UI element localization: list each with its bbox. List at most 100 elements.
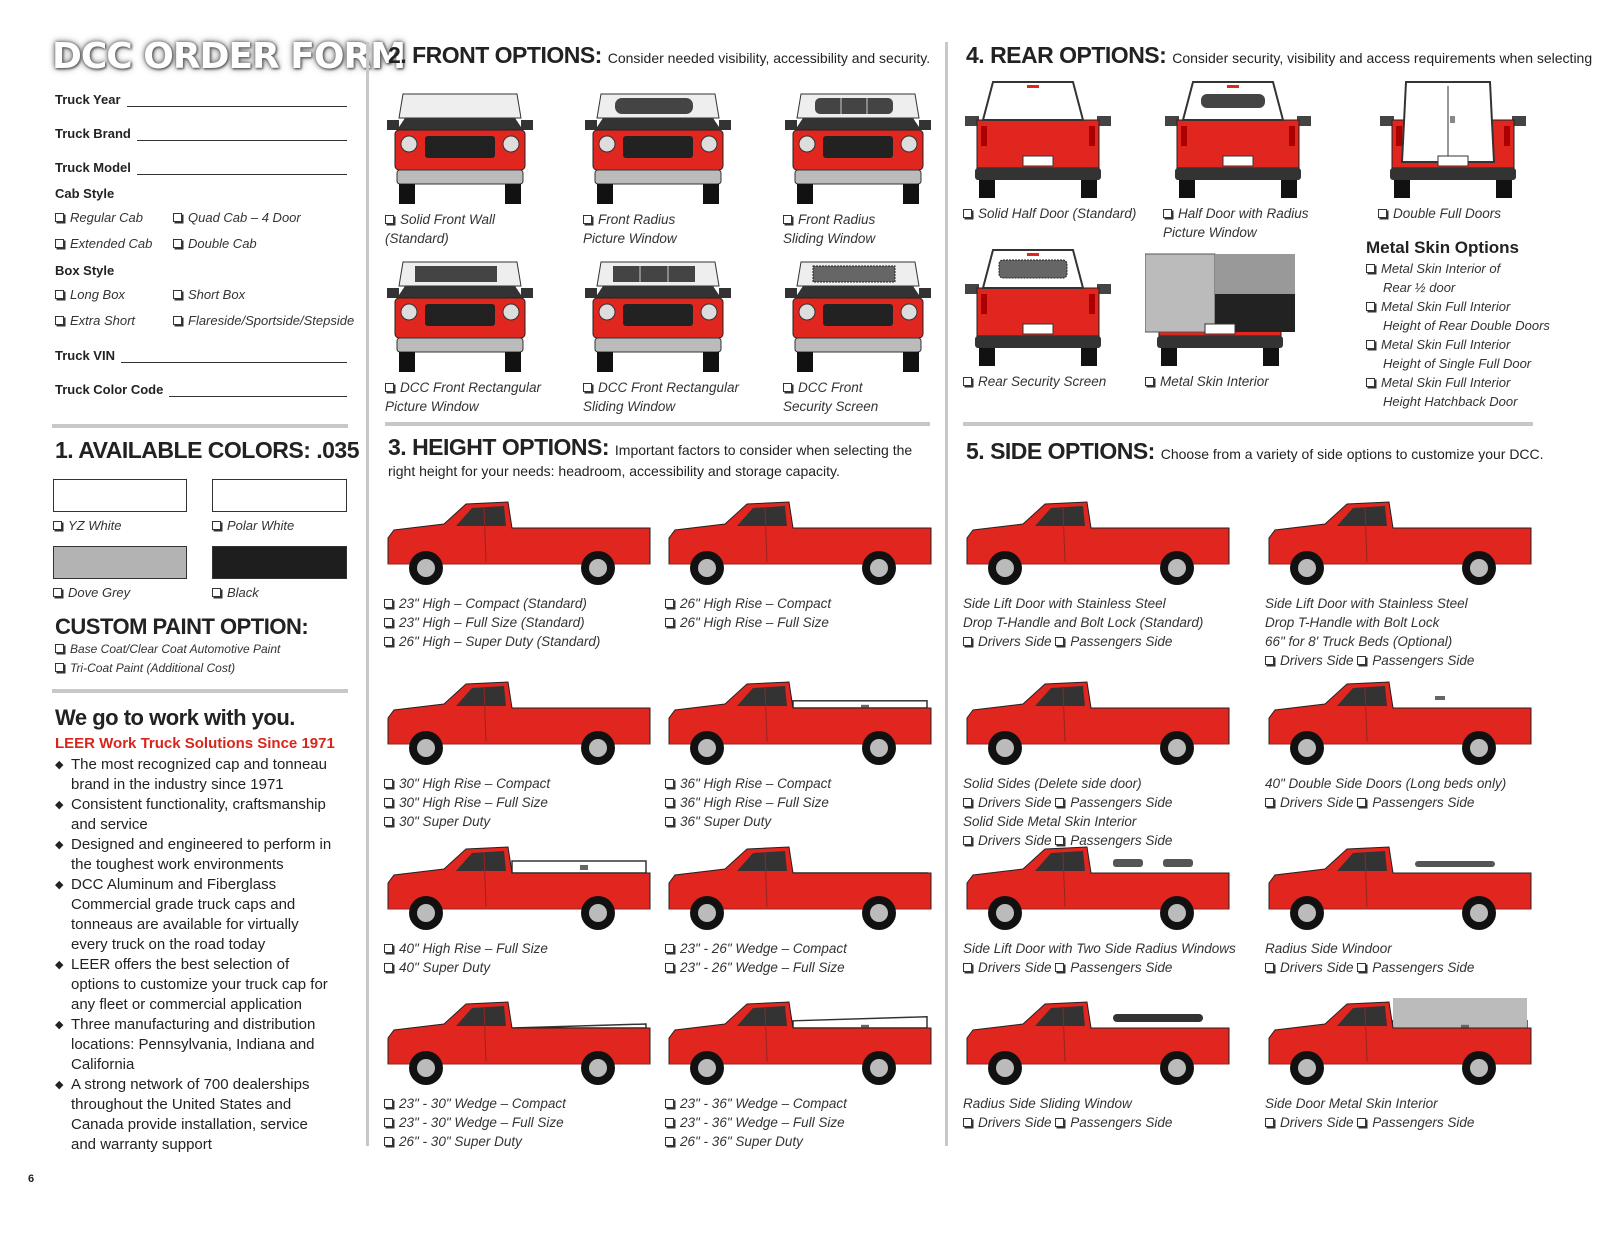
- option-checkbox[interactable]: Passengers Side: [1357, 960, 1474, 975]
- checkbox[interactable]: [665, 963, 674, 972]
- checkbox[interactable]: [55, 663, 64, 672]
- checkbox[interactable]: [384, 1099, 393, 1108]
- checkbox[interactable]: [1357, 798, 1367, 807]
- field-line[interactable]: [169, 385, 347, 397]
- option-checkbox[interactable]: 30" High Rise – Compact: [384, 774, 654, 793]
- checkbox[interactable]: [1357, 656, 1367, 665]
- checkbox[interactable]: [384, 944, 393, 953]
- checkbox[interactable]: [385, 383, 394, 392]
- option-checkbox[interactable]: 30" High Rise – Full Size: [384, 793, 654, 812]
- option-checkbox[interactable]: Drivers Side: [1265, 653, 1354, 668]
- color-option[interactable]: Black: [212, 583, 259, 602]
- checkbox[interactable]: [212, 521, 221, 530]
- checkbox[interactable]: [1366, 302, 1375, 311]
- checkbox[interactable]: [384, 779, 393, 788]
- checkbox[interactable]: [963, 798, 972, 807]
- checkbox[interactable]: [1055, 798, 1065, 807]
- option-checkbox[interactable]: Extended Cab: [55, 234, 173, 253]
- checkbox[interactable]: [1265, 798, 1274, 807]
- option-checkbox[interactable]: Solid Half Door (Standard): [963, 204, 1136, 223]
- checkbox[interactable]: [173, 213, 182, 222]
- checkbox[interactable]: [384, 798, 393, 807]
- option-checkbox[interactable]: Half Door with Radius: [1163, 204, 1313, 223]
- option-checkbox[interactable]: 23" - 30" Wedge – Compact: [384, 1094, 654, 1113]
- option-checkbox[interactable]: Passengers Side: [1055, 960, 1172, 975]
- checkbox[interactable]: [1265, 656, 1274, 665]
- option-checkbox[interactable]: Flareside/Sportside/Stepside: [173, 311, 355, 330]
- checkbox[interactable]: [665, 1118, 674, 1127]
- checkbox[interactable]: [665, 798, 674, 807]
- option-checkbox[interactable]: DCC Front: [783, 378, 933, 397]
- checkbox[interactable]: [1265, 963, 1274, 972]
- checkbox[interactable]: [665, 618, 674, 627]
- paint-option[interactable]: Base Coat/Clear Coat Automotive Paint: [55, 640, 280, 659]
- checkbox[interactable]: [783, 383, 792, 392]
- truck-brand-field[interactable]: Truck Brand: [55, 126, 347, 141]
- option-checkbox[interactable]: 40" High Rise – Full Size: [384, 939, 654, 958]
- checkbox[interactable]: [963, 963, 972, 972]
- option-checkbox[interactable]: 40" Super Duty: [384, 958, 654, 977]
- checkbox[interactable]: [665, 1099, 674, 1108]
- option-checkbox[interactable]: Passengers Side: [1055, 795, 1172, 810]
- option-checkbox[interactable]: Double Cab: [173, 234, 355, 253]
- option-checkbox[interactable]: Drivers Side: [963, 960, 1052, 975]
- checkbox[interactable]: [173, 316, 182, 325]
- option-checkbox[interactable]: Drivers Side: [963, 795, 1052, 810]
- option-checkbox[interactable]: Drivers Side: [1265, 1115, 1354, 1130]
- checkbox[interactable]: [53, 588, 62, 597]
- option-checkbox[interactable]: Extra Short: [55, 311, 173, 330]
- option-checkbox[interactable]: 36" High Rise – Compact: [665, 774, 935, 793]
- checkbox[interactable]: [1055, 963, 1065, 972]
- option-checkbox[interactable]: 23" - 30" Wedge – Full Size: [384, 1113, 654, 1132]
- checkbox[interactable]: [963, 836, 972, 845]
- option-checkbox[interactable]: Passengers Side: [1357, 1115, 1474, 1130]
- checkbox[interactable]: [1366, 378, 1375, 387]
- checkbox[interactable]: [55, 316, 64, 325]
- option-checkbox[interactable]: Drivers Side: [1265, 960, 1354, 975]
- color-option[interactable]: YZ White: [53, 516, 121, 535]
- field-line[interactable]: [136, 129, 347, 141]
- option-checkbox[interactable]: 23" - 26" Wedge – Compact: [665, 939, 935, 958]
- checkbox[interactable]: [384, 618, 393, 627]
- option-checkbox[interactable]: 23" High – Compact (Standard): [384, 594, 654, 613]
- option-checkbox[interactable]: 30" Super Duty: [384, 812, 654, 831]
- option-checkbox[interactable]: Double Full Doors: [1378, 204, 1528, 223]
- checkbox[interactable]: [173, 239, 182, 248]
- checkbox[interactable]: [583, 215, 592, 224]
- option-checkbox[interactable]: 23" - 36" Wedge – Compact: [665, 1094, 935, 1113]
- color-option[interactable]: Dove Grey: [53, 583, 130, 602]
- checkbox[interactable]: [963, 637, 972, 646]
- option-checkbox[interactable]: Long Box: [55, 285, 173, 304]
- checkbox[interactable]: [385, 215, 394, 224]
- truck-vin-field[interactable]: Truck VIN: [55, 348, 347, 363]
- checkbox[interactable]: [665, 817, 674, 826]
- checkbox[interactable]: [55, 239, 64, 248]
- option-checkbox[interactable]: 23" - 26" Wedge – Full Size: [665, 958, 935, 977]
- option-checkbox[interactable]: 23" - 36" Wedge – Full Size: [665, 1113, 935, 1132]
- field-line[interactable]: [120, 351, 347, 363]
- checkbox[interactable]: [173, 290, 182, 299]
- option-checkbox[interactable]: DCC Front Rectangular: [385, 378, 541, 397]
- checkbox[interactable]: [1145, 377, 1154, 386]
- checkbox[interactable]: [1366, 264, 1375, 273]
- option-checkbox[interactable]: 26" High – Super Duty (Standard): [384, 632, 654, 651]
- checkbox[interactable]: [384, 1118, 393, 1127]
- truck-year-field[interactable]: Truck Year: [55, 92, 347, 107]
- truck-color-code-field[interactable]: Truck Color Code: [55, 382, 347, 397]
- option-checkbox[interactable]: Regular Cab: [55, 208, 173, 227]
- checkbox[interactable]: [665, 944, 674, 953]
- option-checkbox[interactable]: Drivers Side: [963, 1115, 1052, 1130]
- checkbox[interactable]: [55, 290, 64, 299]
- checkbox[interactable]: [963, 1118, 972, 1127]
- color-swatch[interactable]: [212, 546, 347, 579]
- checkbox[interactable]: [1163, 209, 1172, 218]
- option-checkbox[interactable]: Passengers Side: [1357, 653, 1474, 668]
- checkbox[interactable]: [1357, 963, 1367, 972]
- option-checkbox[interactable]: 23" High – Full Size (Standard): [384, 613, 654, 632]
- checkbox[interactable]: [1055, 1118, 1065, 1127]
- checkbox[interactable]: [1366, 340, 1375, 349]
- option-checkbox[interactable]: Rear Security Screen: [963, 372, 1113, 391]
- option-checkbox[interactable]: DCC Front Rectangular: [583, 378, 739, 397]
